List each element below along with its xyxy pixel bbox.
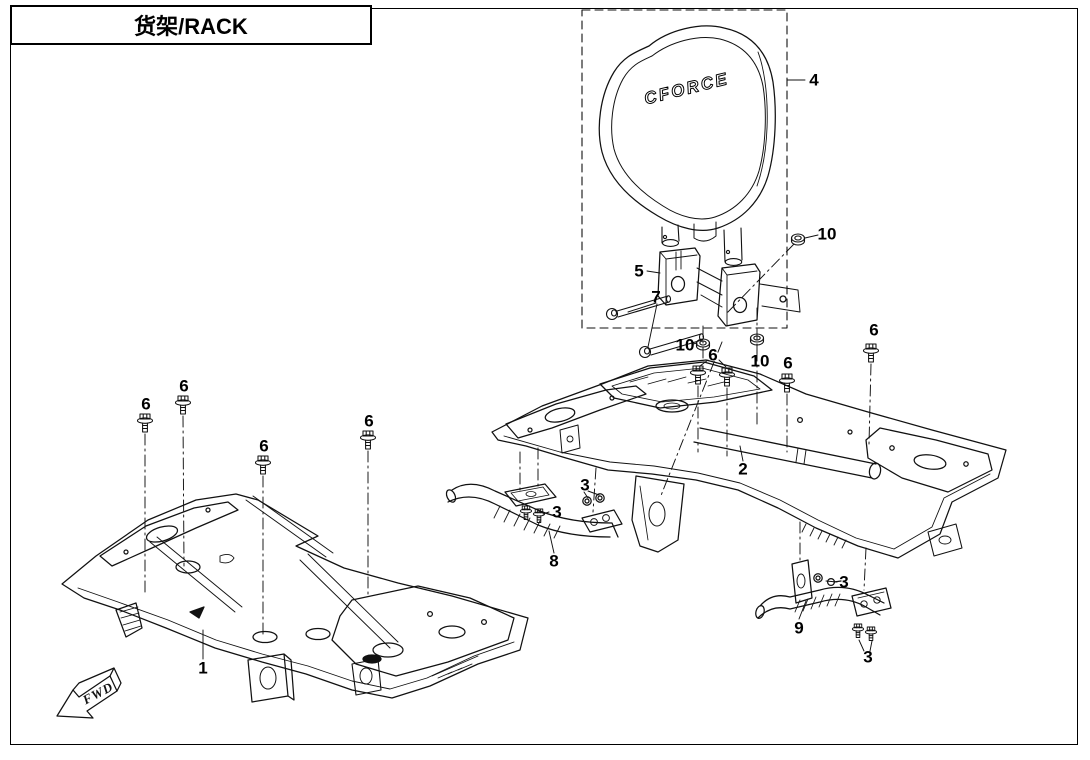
grab-bar-left — [445, 483, 623, 539]
callout-part-3-a: 3 — [580, 475, 590, 495]
callout-part-6-c: 6 — [869, 320, 879, 340]
callout-part-8: 8 — [549, 551, 559, 571]
nut-10-items — [695, 233, 806, 351]
page-title: 货架/RACK — [134, 14, 248, 39]
detail-box-backrest — [581, 9, 788, 329]
leader-lines — [202, 79, 873, 660]
callout-part-10-b: 10 — [675, 335, 695, 355]
callout-part-3-d: 3 — [863, 647, 873, 667]
front-rack — [61, 493, 529, 703]
mount-bracket — [657, 247, 801, 327]
callout-part-10-a: 10 — [817, 224, 837, 244]
callout-part-7: 7 — [651, 287, 661, 307]
callout-part-2: 2 — [738, 459, 748, 479]
assembly-axes — [144, 243, 872, 635]
callout-part-6-a: 6 — [708, 345, 718, 365]
callout-part-9: 9 — [794, 618, 804, 638]
callout-part-10-c: 10 — [750, 351, 770, 371]
fwd-arrow: FWD — [56, 667, 122, 719]
callout-part-3-c: 3 — [839, 572, 849, 592]
backrest-pad: CFORCE — [598, 25, 776, 242]
callout-part-5: 5 — [634, 261, 644, 281]
callout-part-1: 1 — [198, 658, 208, 678]
callout-part-4: 4 — [809, 70, 819, 90]
cforce-logo: CFORCE — [642, 69, 731, 108]
callout-part-6-e: 6 — [179, 376, 189, 396]
callout-part-6-d: 6 — [141, 394, 151, 414]
drawing-border — [10, 8, 1078, 745]
grab-bar-right — [755, 559, 892, 641]
callout-part-3-b: 3 — [552, 502, 562, 522]
rear-rack — [491, 359, 1007, 559]
backrest-posts — [661, 224, 743, 266]
callout-part-6-g: 6 — [364, 411, 374, 431]
callout-part-6-b: 6 — [783, 353, 793, 373]
callout-part-6-f: 6 — [259, 436, 269, 456]
bolt-7-pair — [605, 295, 705, 359]
title-block: 货架/RACK — [10, 5, 372, 45]
